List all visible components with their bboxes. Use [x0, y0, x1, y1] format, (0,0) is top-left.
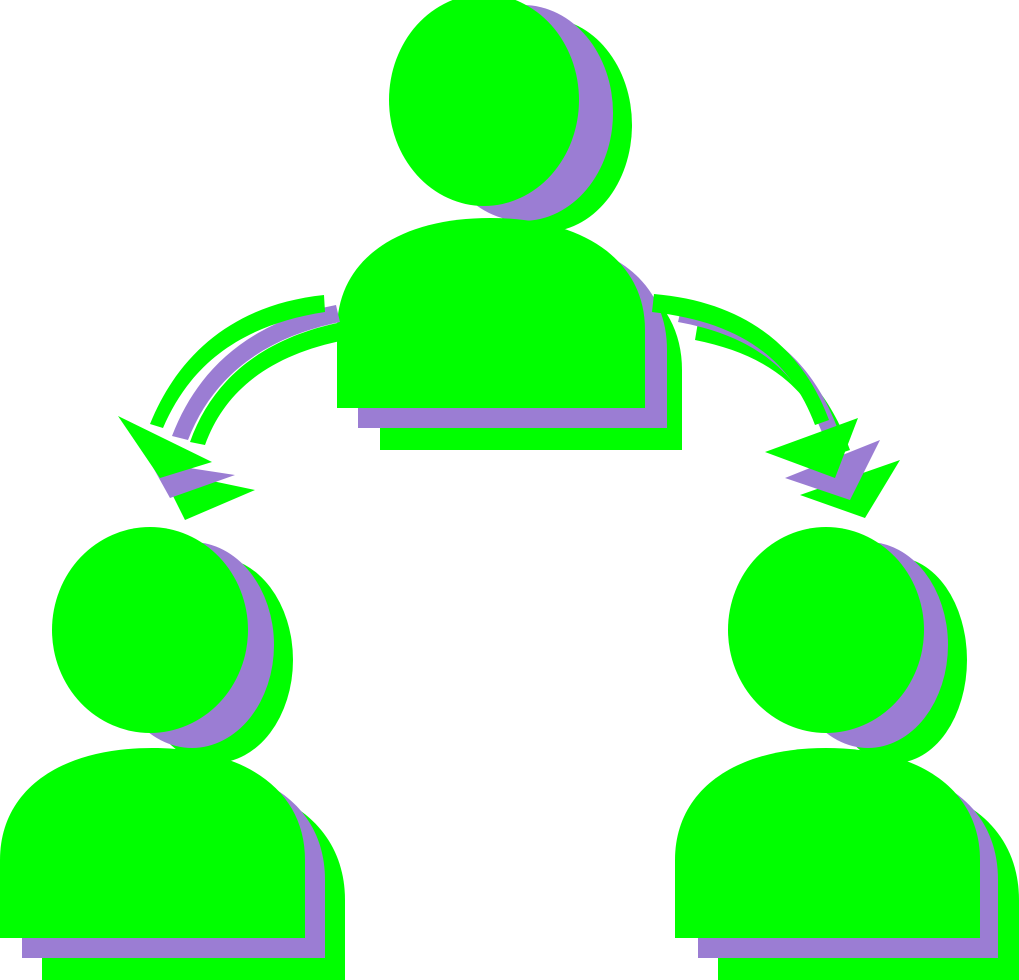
bottom-right-person-icon	[675, 527, 1019, 980]
top-person-icon	[337, 0, 682, 450]
left-curved-arrow-icon	[118, 295, 345, 520]
right-curved-arrow-icon	[652, 294, 900, 518]
bottom-left-person-icon	[0, 527, 345, 980]
